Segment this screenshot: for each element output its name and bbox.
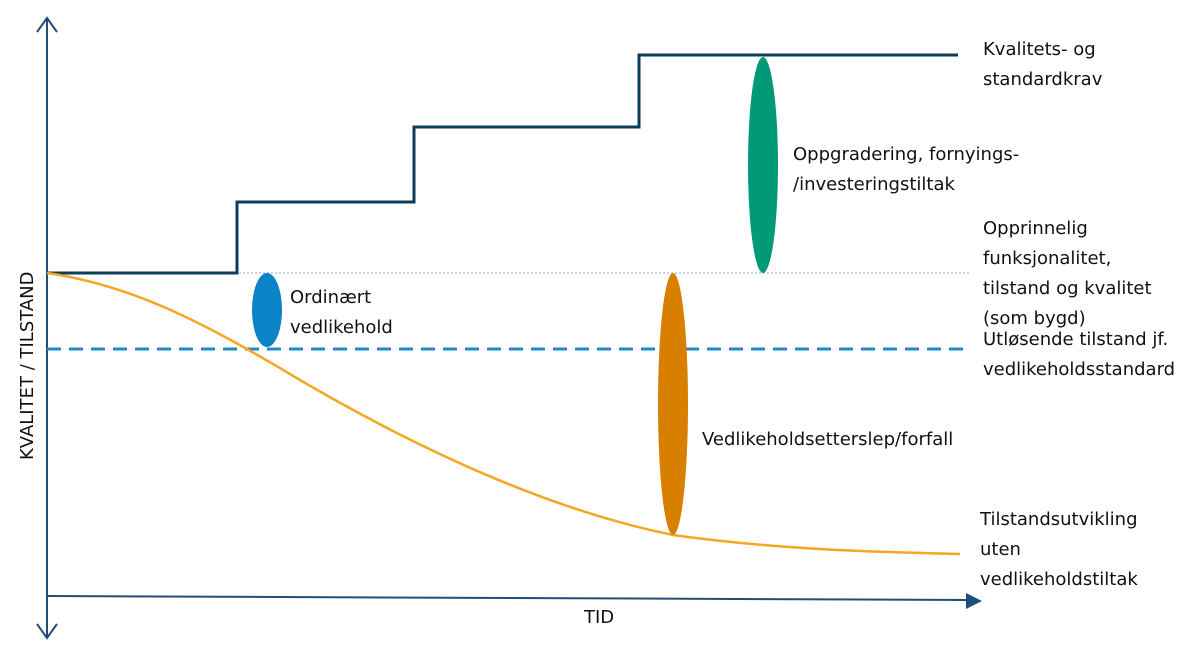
standard-requirements-label: Kvalitets- og standardkrav — [983, 39, 1103, 90]
x-axis-arrow — [966, 593, 982, 609]
ordinary-maintenance-label: Ordinært vedlikehold — [290, 287, 393, 338]
y-axis-arrow-bottom — [36, 623, 58, 640]
x-axis — [46, 595, 969, 601]
condition-decay-curve — [46, 271, 961, 556]
y-axis-label: KVALITET / TILSTAND — [17, 272, 38, 460]
original-condition-label: Opprinnelig funksjonalitet, tilstand og … — [983, 218, 1157, 329]
no-maintenance-label: Tilstandsutvikling uten vedlikeholdstilt… — [979, 509, 1143, 590]
trigger-condition-label: Utløsende tilstand jf. vedlikeholdsstand… — [983, 329, 1175, 380]
ordinary-maintenance-ellipse — [252, 273, 282, 347]
upgrade-label: Oppgradering, fornyings- /investeringsti… — [793, 144, 1025, 195]
maintenance-backlog-label: Vedlikeholdsetterslep/forfall — [702, 429, 953, 450]
x-axis-label: TID — [583, 607, 614, 628]
maintenance-backlog-ellipse — [658, 273, 688, 535]
upgrade-ellipse — [748, 57, 778, 273]
y-axis-arrow-top — [36, 16, 58, 33]
standard-requirements-line — [47, 53, 958, 275]
